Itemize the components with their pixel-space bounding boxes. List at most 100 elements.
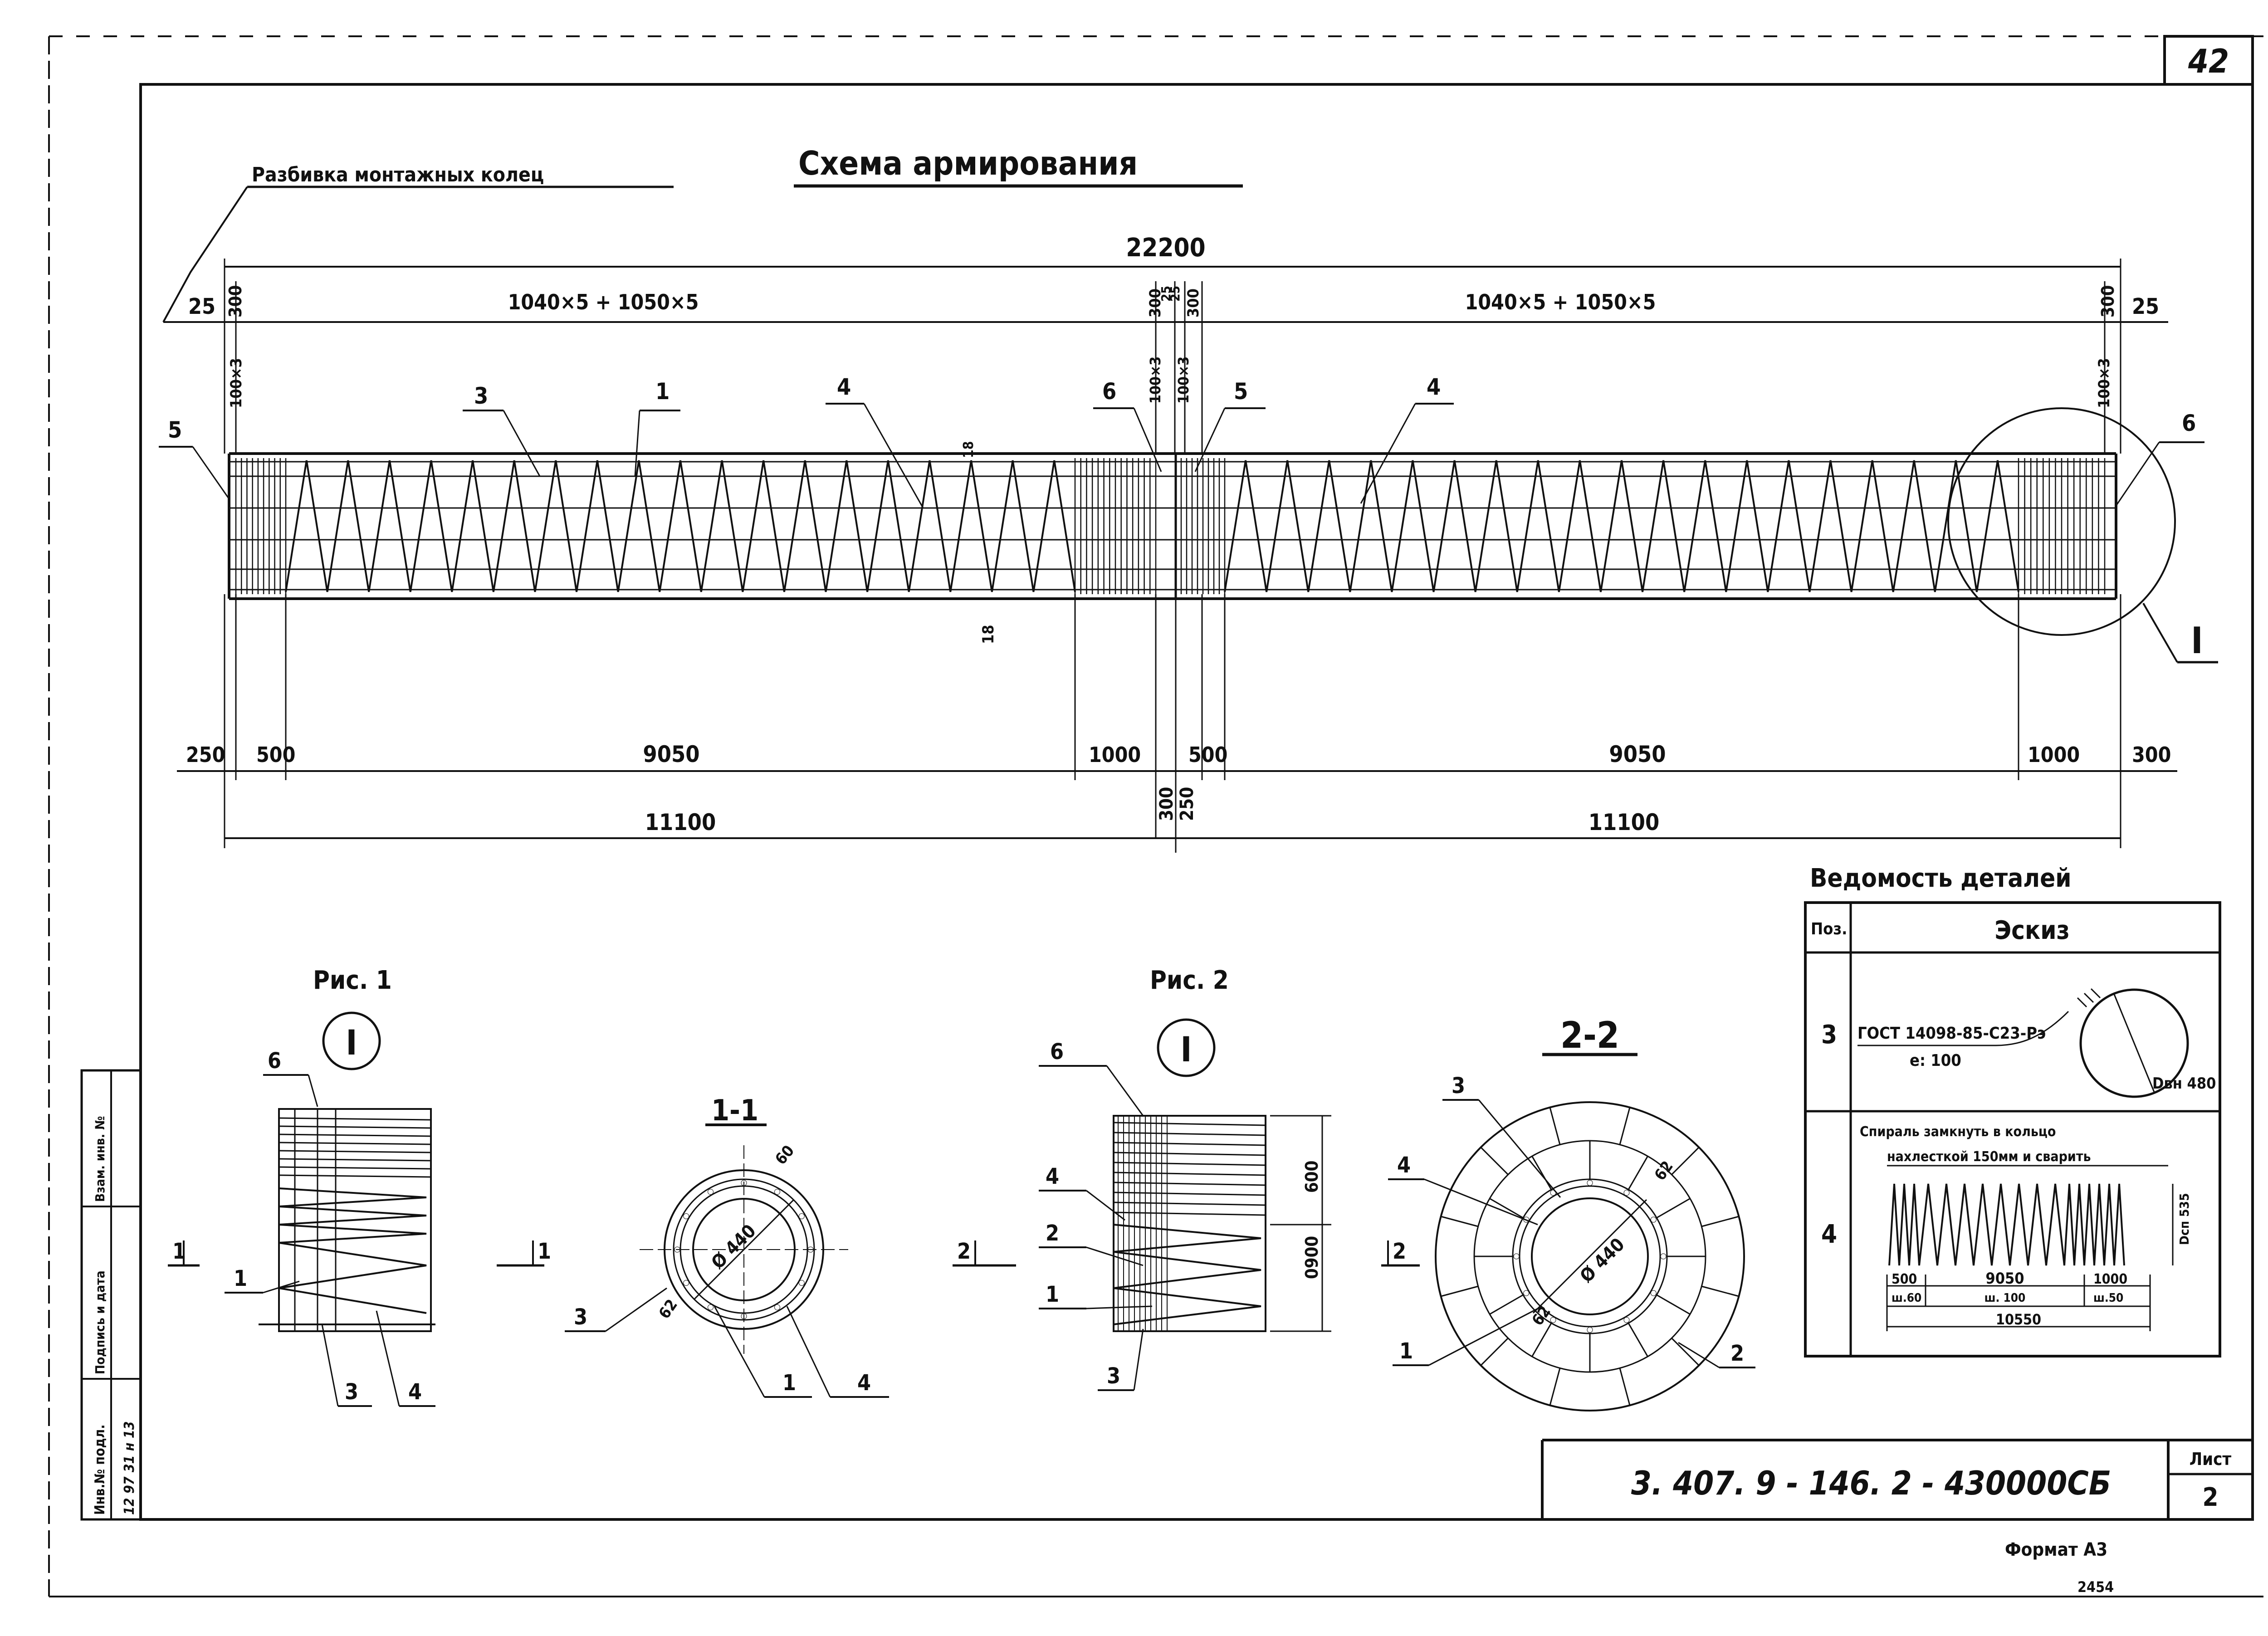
fig1-ring xyxy=(279,1158,431,1162)
fig1-ring xyxy=(279,1133,431,1137)
fig1-label-3: 3 xyxy=(345,1379,358,1405)
section11-bar-dot xyxy=(683,1213,689,1219)
section11-drawing xyxy=(640,1145,848,1354)
section22-bar-dot xyxy=(1650,1216,1657,1223)
section22-bar-dot xyxy=(1623,1317,1630,1323)
section22-label-3: 3 xyxy=(1452,1073,1465,1099)
dim-250-left: 250 xyxy=(186,742,225,767)
fig2-label-2: 2 xyxy=(1046,1221,1059,1246)
fig2-dim-600: 600 xyxy=(1302,1161,1322,1193)
fig1-label-1: 1 xyxy=(234,1266,247,1291)
fig2-cut: 2 xyxy=(957,1239,971,1264)
fig2-ring xyxy=(1113,1122,1266,1126)
section11-bar-dot xyxy=(708,1189,714,1195)
row4-note2: нахлесткой 150мм и сварить xyxy=(1887,1149,2091,1165)
fig2-dim-900: 0900 xyxy=(1302,1236,1322,1279)
section11-dia: Ø 440 xyxy=(708,1221,760,1273)
dim-rings-right: 1040×5 + 1050×5 xyxy=(1465,290,1656,314)
fig2-ring xyxy=(1113,1142,1266,1146)
fig2-label-1: 1 xyxy=(1046,1282,1059,1307)
pos-4-left: 4 xyxy=(837,374,851,400)
dim-11100-right: 11100 xyxy=(1589,809,1660,835)
stamp-sheet-label: Лист xyxy=(2190,1449,2232,1469)
dim-500-left: 500 xyxy=(256,742,295,767)
pos-1: 1 xyxy=(655,378,670,405)
row3-pos: 3 xyxy=(1821,1020,1837,1050)
dim-total: 22200 xyxy=(1126,233,1205,263)
row4-s500: 500 xyxy=(1892,1271,1917,1287)
pos-6-mid: 6 xyxy=(1102,378,1116,405)
section22-bar-dot xyxy=(1623,1190,1630,1196)
section22-bar-dot xyxy=(1550,1317,1556,1323)
cover-bottom: 18 xyxy=(979,625,997,644)
section22-radial xyxy=(1656,1198,1691,1219)
side-sign-label: Подпись и дата xyxy=(93,1270,108,1374)
fig1-outline xyxy=(278,1108,432,1332)
row4-s1000: 1000 xyxy=(2093,1271,2127,1287)
fig2-mark: I xyxy=(1180,1029,1192,1070)
section11-bar-dot xyxy=(798,1213,805,1219)
row4-p1: ш.60 xyxy=(1892,1291,1921,1305)
side-inv-value: 12 97 31 н 13 xyxy=(122,1421,137,1515)
section11-bar-dot xyxy=(741,1180,747,1186)
section11-bar-dot xyxy=(683,1280,689,1286)
table-frame xyxy=(1804,901,2221,1358)
fig1-label-6: 6 xyxy=(268,1048,281,1074)
fig1-mark-circle xyxy=(322,1011,381,1070)
section22-d62: 62 xyxy=(1651,1157,1677,1184)
side-replace-label: Взам. инв. № xyxy=(93,1116,108,1202)
fig2-label-4: 4 xyxy=(1046,1164,1059,1189)
section22-radial xyxy=(1441,1285,1479,1297)
spiral-zigzag-left xyxy=(285,460,1076,592)
fig1-spiral xyxy=(279,1187,427,1314)
format-label: Формат А3 xyxy=(2005,1539,2107,1560)
row4-pos: 4 xyxy=(1821,1220,1837,1249)
dim-300-mid: 300 xyxy=(1156,787,1177,821)
section22-drawing xyxy=(1435,1101,1745,1411)
section22-radial xyxy=(1671,1338,1700,1366)
fig1-ring xyxy=(279,1150,431,1153)
section11-bar-dot xyxy=(674,1246,680,1253)
section22-label-1: 1 xyxy=(1399,1338,1413,1364)
fig1-ring xyxy=(279,1174,431,1178)
section22-outer xyxy=(1435,1101,1745,1411)
section22-radial xyxy=(1480,1147,1509,1175)
section11-title: 1-1 xyxy=(711,1094,758,1128)
table-title: Ведомость деталей xyxy=(1810,864,2072,893)
reinforcement-cage xyxy=(228,452,2117,600)
pos-5-left: 5 xyxy=(168,417,182,443)
cover-top: 18 xyxy=(961,441,977,458)
section22-label-2: 2 xyxy=(1730,1341,1744,1366)
row3-dvn: Dвн 480 xyxy=(2152,1074,2216,1093)
section22-radial xyxy=(1489,1198,1524,1219)
dim-end-25-left: 25 xyxy=(188,294,215,319)
section22-radial xyxy=(1480,1338,1509,1366)
dim-1000-right: 1000 xyxy=(2028,742,2080,767)
section11-bar-dot xyxy=(741,1313,747,1319)
fig2-label-6: 6 xyxy=(1050,1039,1064,1065)
fig1-cage-detail xyxy=(259,1108,435,1332)
section22-bar-dot xyxy=(1587,1180,1593,1186)
leader-line xyxy=(162,186,248,322)
detail-mark-I: I xyxy=(2191,620,2203,662)
row4-note1: Спираль замкнуть в кольцо xyxy=(1860,1124,2056,1140)
spiral-zigzag-right xyxy=(1224,460,2019,592)
section22-bar-dot xyxy=(1513,1253,1520,1260)
pos-6-right: 6 xyxy=(2182,410,2196,436)
row4-p2: ш. 100 xyxy=(1984,1291,2026,1305)
section22-radial xyxy=(1531,1323,1552,1357)
section11-d60: 60 xyxy=(772,1142,798,1168)
fig2-cage-detail xyxy=(1113,1115,1331,1332)
section22-label-4: 4 xyxy=(1397,1153,1411,1178)
fig2-outline xyxy=(1113,1115,1266,1332)
dim-250-mid: 250 xyxy=(1177,787,1198,821)
section22-radial xyxy=(1549,1367,1561,1406)
sheet-number: 42 xyxy=(2188,42,2229,80)
fig2-caption: Рис. 2 xyxy=(1150,966,1229,995)
row4-p3: ш.50 xyxy=(2093,1291,2123,1305)
section11-label-4: 4 xyxy=(857,1370,871,1396)
row4-spiral-zigzag xyxy=(1888,1183,2125,1266)
dim-11100-left: 11100 xyxy=(645,809,716,835)
row3-std: ГОСТ 14098-85-С23-Рэ xyxy=(1857,1024,2046,1043)
section11-bar-dot xyxy=(774,1189,780,1195)
